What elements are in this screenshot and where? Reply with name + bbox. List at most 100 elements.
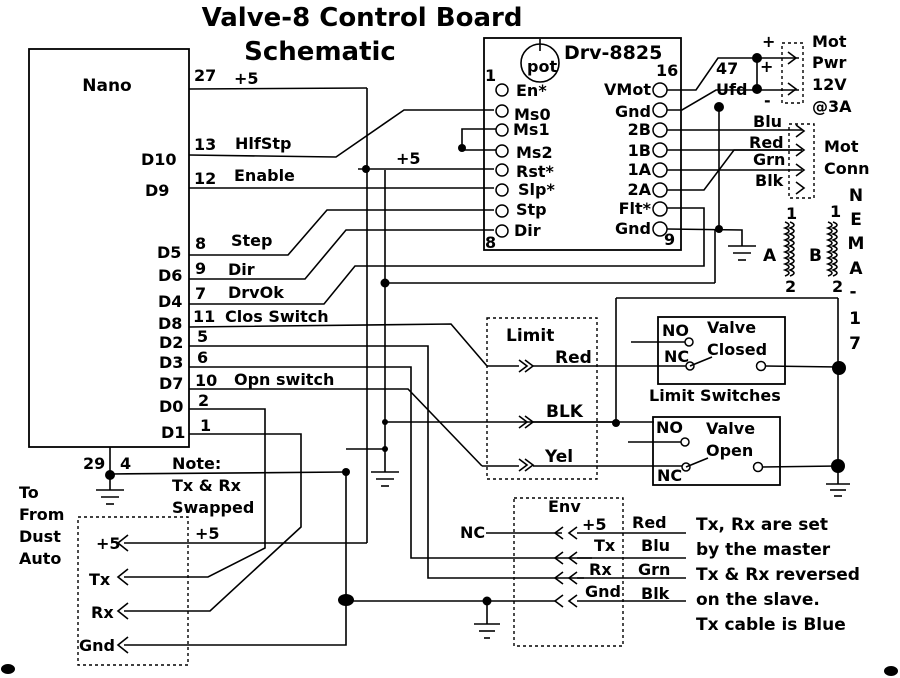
wire-pin6 [189,366,592,559]
nema-letter-7: 7 [849,334,861,354]
dust-arrow-tx [116,568,129,586]
env-pin-plus5: +5 [582,515,607,534]
wire-pin10-opn [189,388,483,467]
dust-pin-gnd: Gnd [79,636,115,655]
driver-pin-gnd-top [652,102,668,118]
cap-minus: - [764,91,771,110]
nano-port-d7: D7 [159,374,183,393]
note-line-2: Tx & Rx [172,476,242,495]
junction-limit-com [612,419,620,427]
mot-wire-red: Red [749,133,784,152]
limit-wire-blk: BLK [546,402,584,422]
ground-symbol-driver [728,245,756,261]
limit-switches-label: Limit Switches [649,386,781,405]
nema-letter-3: M [848,234,865,254]
limit-arrow-red [518,359,535,373]
wire-pin11-clos [188,323,488,367]
wire-pin8-step [189,209,494,256]
nano-pin-10-label: Opn switch [234,370,334,389]
driver-pin-1b [652,142,668,158]
nano-port-d8: D8 [158,314,182,333]
valve-open-line1: Valve [706,419,755,438]
nano-pin-11-label: Clos Switch [225,307,329,326]
junction-driver-gnd-top [714,102,724,112]
driver-pin-ms1 [495,123,509,137]
valve-closed-no: NO [662,321,689,340]
nema-letter-1: N [849,186,863,206]
env-arrow-rx [553,571,578,585]
mot-pwr-line3: 12V [812,75,847,94]
driver-label-slp: Slp* [518,180,555,199]
cap-unit: Ufd [716,80,747,99]
wire-pin4-note [109,471,347,475]
nano-pin-10: 10 [195,371,217,390]
nano-port-d5: D5 [157,243,181,262]
nano-board [28,48,190,448]
right-note-line-2: by the master [696,540,831,560]
valve-closed-switch [657,316,786,385]
mot-pwr-arrow-plus [787,51,798,65]
valve-open-no: NO [656,418,683,437]
valve-closed-lever [689,356,713,367]
driver-pin-1a [652,162,668,178]
driver-name: Drv-8825 [564,42,662,64]
nano-port-d10: D10 [141,150,177,169]
nema-letter-5: - [849,282,856,302]
mot-pwr-arrow-minus [787,82,798,96]
mot-wire-blk: Blk [755,171,784,190]
junction-valve-closed [832,361,846,375]
driver-pin-2a [652,182,668,198]
driver-pin-gnd-bot [652,221,668,237]
valve-open-switch [652,416,781,486]
env-title: Env [548,497,581,516]
junction-nano-gnd [105,470,115,480]
nano-pin-8: 8 [195,234,206,253]
driver-pin-stp [495,204,509,218]
driver-pot-label: pot [527,57,557,76]
dust-arrow-rx [116,602,129,620]
driver-label-2a: 2A [627,180,651,199]
driver-pin8: 8 [485,233,496,252]
env-pin-gnd: Gnd [585,582,621,601]
dust-pin-rx: Rx [91,603,114,622]
nano-port-d9: D9 [145,181,169,200]
nano-pin-9-label: Dir [228,260,255,279]
driver-label-vmot: VMot [604,80,651,99]
mot-pwr-line1: Mot [812,32,847,51]
title-line-1: Valve-8 Control Board [202,3,523,33]
coil-a-top: 1 [786,204,797,223]
ground-symbol-env [474,623,500,639]
nano-pin-11: 11 [193,307,215,326]
nano-pin-1: 1 [200,416,211,435]
driver-pin-ms2 [495,144,509,158]
nano-port-d6: D6 [158,266,182,285]
wire-pin13-hlfstp [188,109,494,158]
env-pin-rx: Rx [589,560,612,579]
driver-label-rst: Rst* [516,162,554,181]
nano-pin-12: 12 [194,169,216,188]
mot-conn-arrow-3 [795,163,806,177]
mot-pwr-line2: Pwr [812,53,847,72]
limit-wire-yel: Yel [544,447,573,467]
nano-pin-5: 5 [197,327,208,346]
nano-pin-7: 7 [195,284,206,303]
driver-label-en: En* [516,81,547,100]
valve-closed-com-contact [755,360,767,372]
env-arrow-plus5 [553,526,578,540]
nano-pin-6: 6 [197,348,208,367]
driver-pin-vmot [652,82,668,98]
title-line-2: Schematic [244,37,396,67]
coil-a-bottom: 2 [785,277,796,296]
driver-label-ms1: Ms1 [513,120,550,139]
wire-valve-open-com [761,465,839,468]
right-note-line-4: on the slave. [696,590,820,610]
nano-pin-7-label: DrvOk [228,283,284,302]
nano-port-d4: D4 [158,292,182,311]
coil-a [782,221,795,277]
mot-conn-connector [788,123,815,199]
nema-letter-6: 1 [849,309,861,329]
driver-pin16: 16 [656,61,678,80]
wire-pin5 [189,345,584,579]
mot-conn-arrow-1 [795,124,806,138]
dust-connector [77,516,189,666]
